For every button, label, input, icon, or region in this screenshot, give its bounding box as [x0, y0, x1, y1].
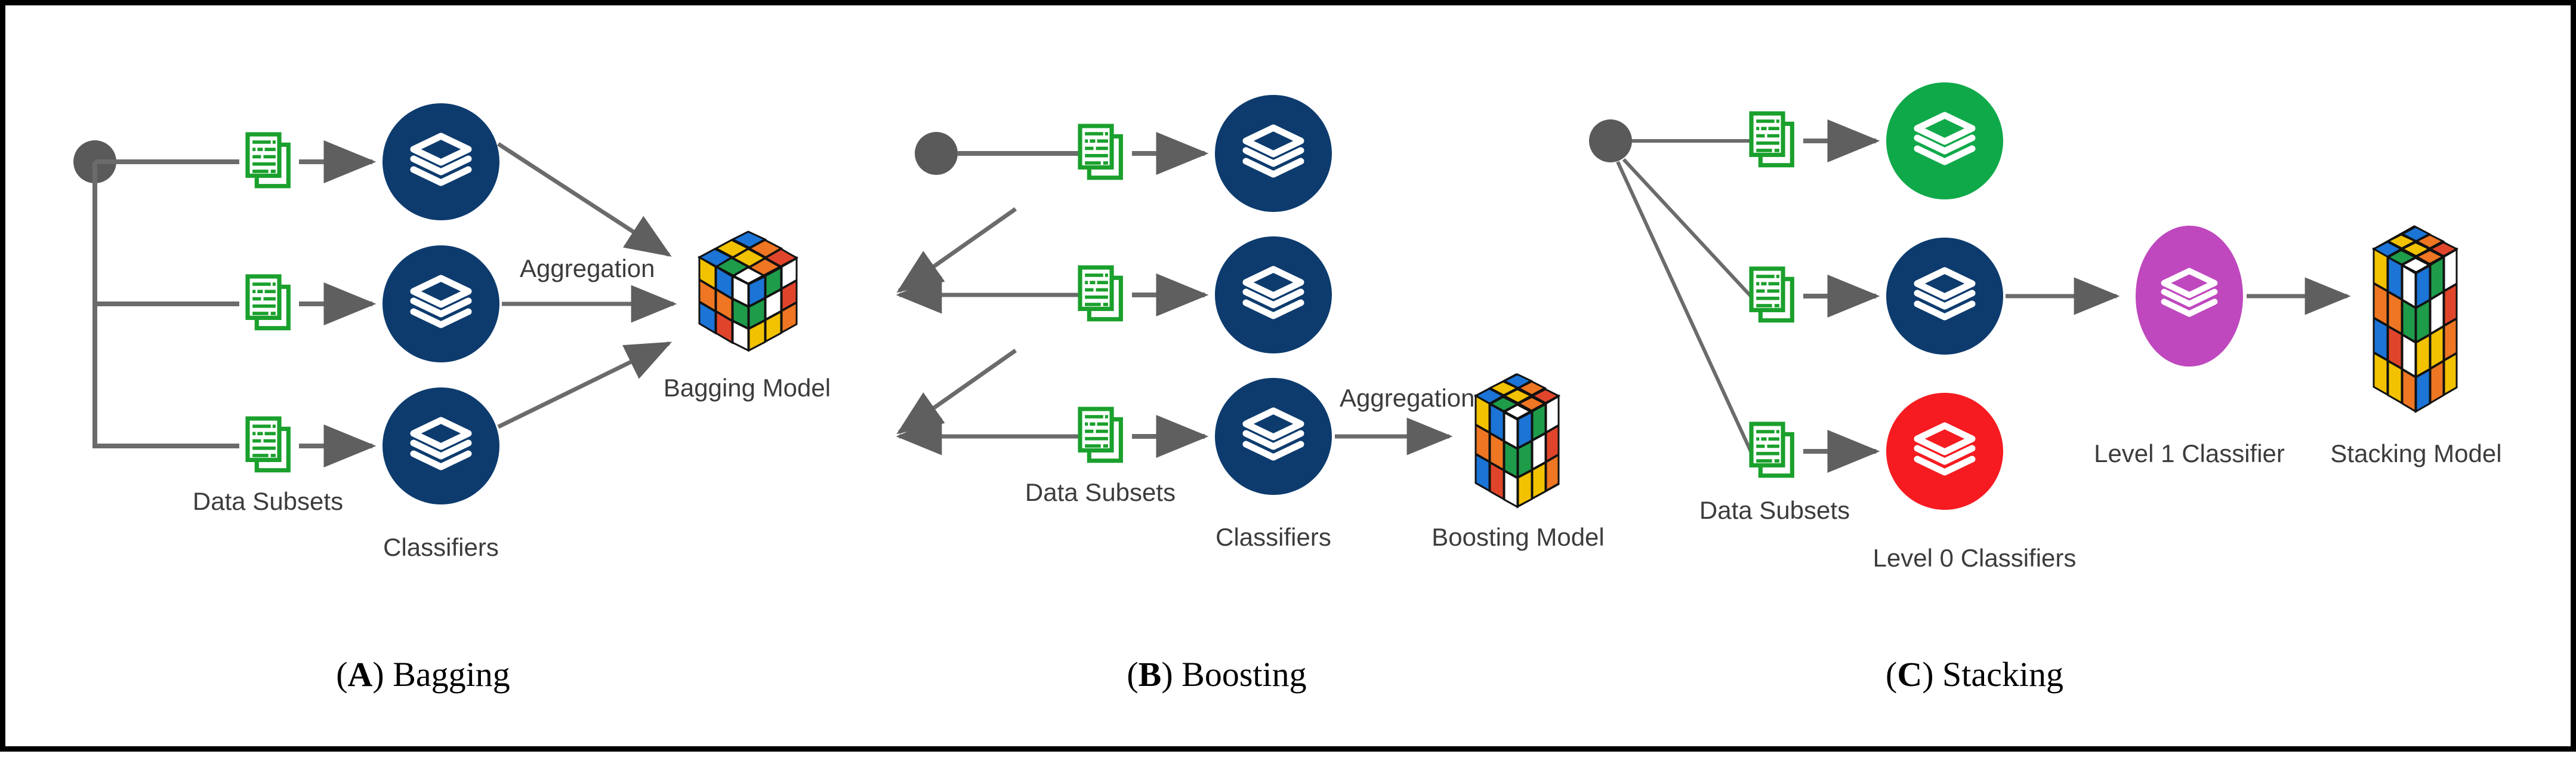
data-subsets-label-a: Data Subsets [193, 487, 343, 515]
aggregation-arrows [497, 142, 677, 429]
data-subset-c3[interactable] [1751, 424, 1792, 476]
subset-to-classifier-arrows [299, 140, 377, 467]
caption-letter-c: C [1897, 655, 1922, 694]
data-subset-c2[interactable] [1751, 269, 1792, 321]
data-source-dot-c[interactable] [1589, 119, 1632, 162]
classifier-c3-red[interactable] [1886, 393, 2003, 510]
subset-to-classifier-arrows-b [1132, 132, 1209, 458]
classifier-3[interactable] [382, 387, 499, 504]
data-subset-3[interactable] [248, 418, 288, 470]
panel-bagging: Aggregation [73, 103, 831, 694]
data-subset-1[interactable] [248, 134, 288, 186]
classifier-b3[interactable] [1215, 378, 1332, 495]
data-subset-b1[interactable] [1080, 126, 1121, 178]
data-subsets-label-b: Data Subsets [1025, 478, 1176, 506]
boosting-model-icon[interactable] [1473, 373, 1561, 509]
caption-letter-a: A [348, 655, 373, 694]
classifier-1[interactable] [382, 103, 499, 220]
aggregation-label-b: Aggregation [1340, 384, 1475, 412]
data-subset-b2[interactable] [1080, 267, 1121, 319]
level0-classifiers-label: Level 0 Classifiers [1873, 544, 2077, 572]
level1-classifier[interactable] [2136, 226, 2243, 367]
caption-text-a: Bagging [393, 655, 510, 694]
classifier-b1[interactable] [1215, 95, 1332, 212]
boosting-model-label: Boosting Model [1432, 523, 1605, 551]
branch-lines [92, 159, 239, 448]
caption-bagging: (A) Bagging [336, 655, 510, 694]
figure-stage: Aggregation [5, 5, 2576, 757]
classifiers-label-a: Classifiers [383, 533, 499, 561]
aggregation-label-a: Aggregation [520, 254, 655, 282]
caption-boosting: (B) Boosting [1127, 655, 1306, 694]
data-subset-2[interactable] [248, 276, 288, 328]
caption-stacking: (C) Stacking [1886, 655, 2063, 694]
feedback-arrow-2 [896, 349, 1079, 456]
classifiers-label-b: Classifiers [1215, 523, 1331, 551]
panel-boosting: Aggregation [896, 95, 1605, 694]
classifier-2[interactable] [382, 245, 499, 362]
stacking-model-icon[interactable] [2371, 225, 2459, 413]
data-subset-b3[interactable] [1080, 409, 1121, 461]
stacking-model-label: Stacking Model [2330, 439, 2501, 467]
bagging-model-icon[interactable] [697, 230, 798, 352]
bagging-model-label: Bagging Model [664, 374, 831, 402]
level1-classifier-label: Level 1 Classifier [2094, 439, 2285, 467]
classifier-c1-green[interactable] [1886, 82, 2003, 199]
branch-lines-c [1616, 139, 1753, 453]
classifier-c2-navy[interactable] [1886, 238, 2003, 355]
subset-to-classifier-arrows-c [1803, 119, 1880, 473]
data-subset-c1[interactable] [1751, 113, 1792, 165]
caption-text-c: Stacking [1942, 655, 2063, 694]
classifier-b2[interactable] [1215, 236, 1332, 353]
panel-stacking: Stacking Model Level 1 Classifier Data S… [1589, 82, 2502, 694]
data-source-dot-b[interactable] [915, 132, 958, 175]
feedback-arrow-1 [896, 207, 1079, 314]
data-subsets-label-c: Data Subsets [1699, 496, 1850, 524]
caption-text-b: Boosting [1181, 655, 1307, 694]
caption-letter-b: B [1139, 655, 1162, 694]
